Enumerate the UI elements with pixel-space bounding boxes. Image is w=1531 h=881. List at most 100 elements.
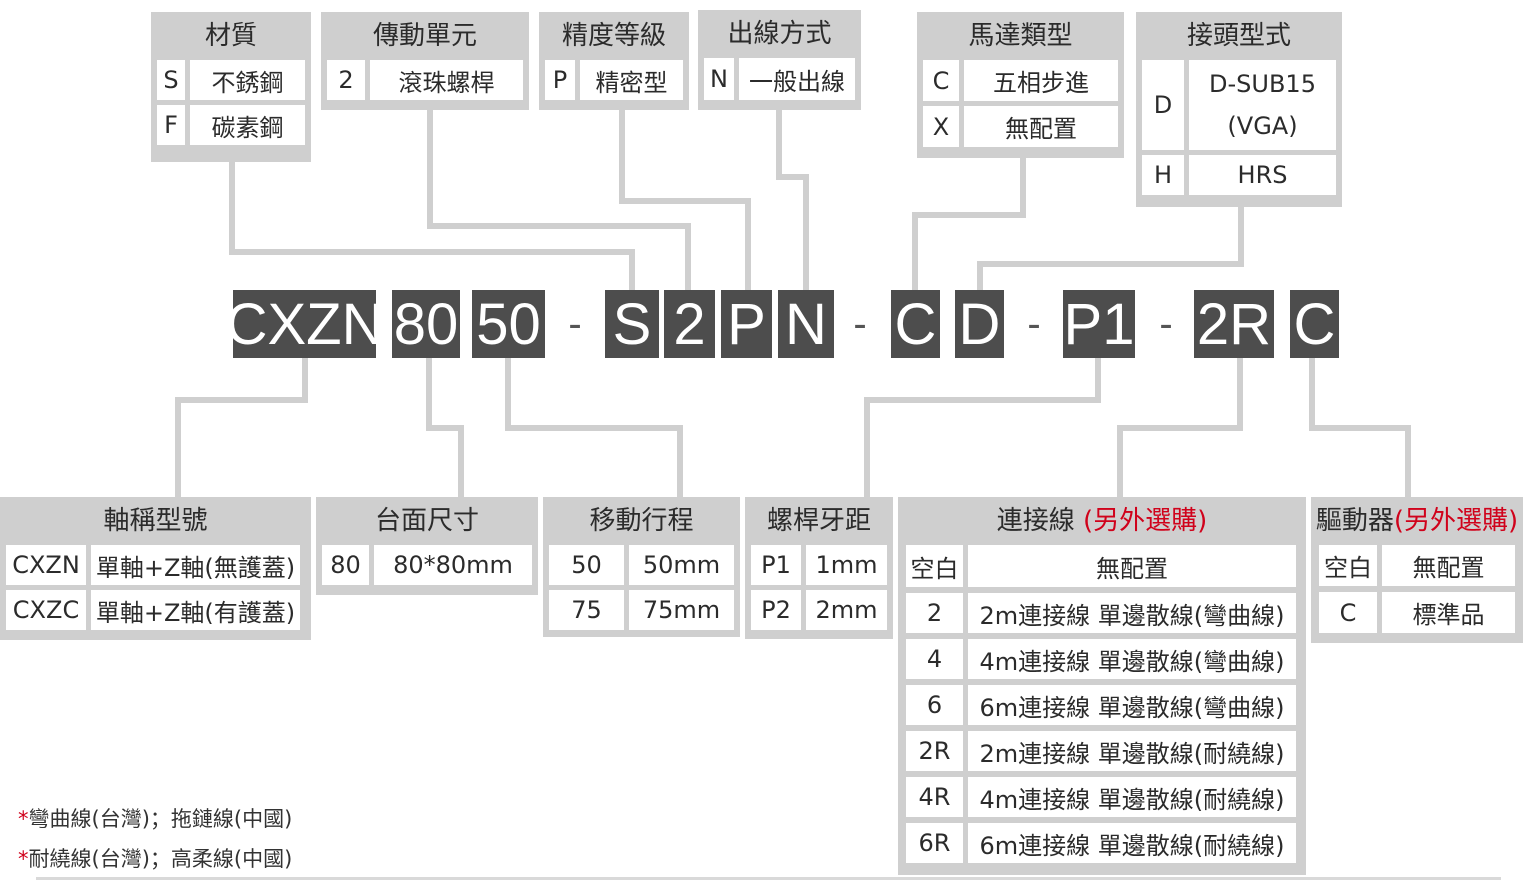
table-row: 4 4m連接線 單邊散線(彎曲線) bbox=[906, 639, 1298, 679]
value-cell: 6m連接線 單邊散線(耐繞線) bbox=[968, 823, 1296, 863]
value-cell: 精密型 bbox=[580, 60, 683, 100]
optional-purchase-label: (另外選購) bbox=[1082, 506, 1208, 536]
cable-table: 連接線 (另外選購) 空白 無配置 2 2m連接線 單邊散線(彎曲線) 4 4m… bbox=[898, 497, 1306, 875]
value-cell: 50mm bbox=[629, 545, 734, 585]
line-drive-unit bbox=[427, 108, 691, 290]
value-cell: D-SUB15 (VGA) bbox=[1189, 60, 1336, 150]
wiring-table: 出線方式 N 一般出線 bbox=[698, 10, 861, 110]
table-row: H HRS bbox=[1142, 155, 1336, 195]
connector-table: 接頭型式 D D-SUB15 (VGA) H HRS bbox=[1136, 12, 1342, 207]
table-row: 6R 6m連接線 單邊散線(耐繞線) bbox=[906, 823, 1298, 863]
line-connector bbox=[977, 205, 1244, 290]
code-segment-wiring: N bbox=[778, 290, 834, 358]
separator-dash: - bbox=[1027, 302, 1041, 346]
table-row: 2R 2m連接線 單邊散線(耐繞線) bbox=[906, 731, 1298, 771]
code-cell: F bbox=[157, 105, 185, 145]
table-row: 2 滾珠螺桿 bbox=[327, 60, 523, 100]
value-cell: 80*80mm bbox=[374, 545, 532, 585]
table-row: 2 2m連接線 單邊散線(彎曲線) bbox=[906, 593, 1298, 633]
table-row: 空白 無配置 bbox=[906, 545, 1298, 587]
value-cell: 不銹鋼 bbox=[190, 60, 305, 100]
code-cell: 空白 bbox=[1319, 545, 1377, 586]
code-segment-pitch: P1 bbox=[1063, 290, 1135, 358]
table-row: D D-SUB15 (VGA) bbox=[1142, 60, 1336, 150]
line-precision bbox=[619, 108, 751, 290]
drive-unit-table: 傳動單元 2 滾珠螺桿 bbox=[321, 12, 529, 110]
connector-title: 接頭型式 bbox=[1186, 21, 1291, 51]
line-driver bbox=[1309, 358, 1411, 497]
footnote: *耐繞線(台灣)；高柔線(中國) bbox=[18, 843, 292, 873]
table-row: P2 2mm bbox=[751, 590, 887, 630]
code-segment-driver: C bbox=[1290, 290, 1339, 358]
code-cell: P2 bbox=[751, 590, 801, 630]
table-row: N 一般出線 bbox=[704, 58, 855, 100]
driver-title-text: 驅動器 bbox=[1315, 506, 1394, 536]
value-cell: 五相步進 bbox=[964, 60, 1118, 101]
value-cell: 無配置 bbox=[1382, 545, 1515, 586]
code-cell: 50 bbox=[549, 545, 624, 585]
code-cell: 75 bbox=[549, 590, 624, 630]
code-cell: N bbox=[704, 58, 734, 100]
code-segment-cable: 2R bbox=[1194, 290, 1274, 358]
value-cell: 2m連接線 單邊散線(彎曲線) bbox=[968, 593, 1296, 633]
code-cell: S bbox=[157, 60, 185, 100]
value-cell: 單軸+Z軸(無護蓋) bbox=[91, 545, 300, 585]
table-row: S 不銹鋼 bbox=[157, 60, 305, 100]
value-cell: 4m連接線 單邊散線(耐繞線) bbox=[968, 777, 1296, 817]
value-cell: 6m連接線 單邊散線(彎曲線) bbox=[968, 685, 1296, 725]
optional-purchase-label: (另外選購) bbox=[1393, 506, 1519, 536]
code-cell: CXZC bbox=[6, 590, 86, 630]
code-segment-drive-unit: 2 bbox=[664, 290, 715, 358]
code-cell: 4 bbox=[906, 639, 963, 679]
code-segment-model: CXZN bbox=[225, 290, 384, 358]
value-cell: 2mm bbox=[806, 590, 887, 630]
code-cell: P1 bbox=[751, 545, 801, 585]
wiring-title: 出線方式 bbox=[727, 19, 832, 49]
value-cell: 4m連接線 單邊散線(彎曲線) bbox=[968, 639, 1296, 679]
material-title: 材質 bbox=[204, 21, 257, 51]
footnote-asterisk: * bbox=[18, 847, 29, 871]
separator-dash: - bbox=[568, 302, 582, 346]
line-pitch bbox=[864, 358, 1101, 497]
line-stroke bbox=[505, 358, 683, 497]
table-row: 75 75mm bbox=[549, 590, 734, 630]
motor-type-title: 馬達類型 bbox=[968, 21, 1073, 51]
table-size-title: 台面尺寸 bbox=[374, 506, 479, 536]
model-table: 軸稱型號 CXZN 單軸+Z軸(無護蓋) CXZC 單軸+Z軸(有護蓋) bbox=[0, 497, 311, 640]
motor-type-table: 馬達類型 C 五相步進 X 無配置 bbox=[917, 12, 1124, 158]
stroke-title: 移動行程 bbox=[589, 506, 694, 536]
footnote-asterisk: * bbox=[18, 807, 29, 831]
line-wiring bbox=[776, 108, 809, 290]
precision-title: 精度等級 bbox=[561, 21, 666, 51]
bottom-divider bbox=[36, 877, 1501, 880]
driver-table: 驅動器(另外選購) 空白 無配置 C 標準品 bbox=[1311, 497, 1523, 643]
line-cable bbox=[1117, 358, 1243, 497]
code-segment-stroke: 50 bbox=[472, 290, 545, 358]
value-cell: HRS bbox=[1189, 155, 1336, 195]
table-row: C 五相步進 bbox=[923, 60, 1118, 101]
separator-dash: - bbox=[853, 302, 867, 346]
table-row: 4R 4m連接線 單邊散線(耐繞線) bbox=[906, 777, 1298, 817]
code-cell: 6 bbox=[906, 685, 963, 725]
table-row: 50 50mm bbox=[549, 545, 734, 585]
value-cell: 一般出線 bbox=[739, 58, 855, 100]
value-line: D-SUB15 bbox=[1209, 70, 1316, 98]
cable-title-text: 連接線 bbox=[996, 506, 1083, 536]
footnote-text: 耐繞線(台灣)；高柔線(中國) bbox=[28, 847, 293, 871]
value-cell: 無配置 bbox=[964, 106, 1118, 147]
line-motor-type bbox=[912, 155, 1026, 290]
table-row: P 精密型 bbox=[545, 60, 683, 100]
code-segment-connector: D bbox=[955, 290, 1004, 358]
value-cell: 滾珠螺桿 bbox=[370, 60, 523, 100]
code-cell: D bbox=[1142, 60, 1184, 150]
table-row: C 標準品 bbox=[1319, 592, 1515, 633]
drive-unit-title: 傳動單元 bbox=[372, 21, 477, 51]
value-cell: 1mm bbox=[806, 545, 887, 585]
table-size-table: 台面尺寸 80 80*80mm bbox=[316, 497, 538, 595]
table-row: P1 1mm bbox=[751, 545, 887, 585]
footnote-text: 彎曲線(台灣)；拖鏈線(中國) bbox=[28, 807, 293, 831]
value-cell: 標準品 bbox=[1382, 592, 1515, 633]
code-cell: H bbox=[1142, 155, 1184, 195]
code-cell: 2 bbox=[906, 593, 963, 633]
value-cell: 碳素鋼 bbox=[190, 105, 305, 145]
